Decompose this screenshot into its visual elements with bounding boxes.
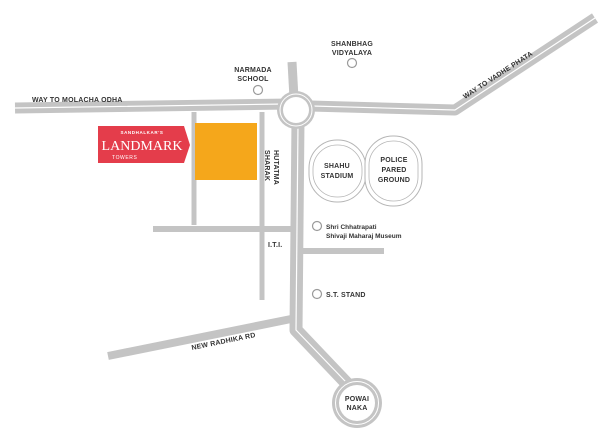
shahu-stadium: SHAHU STADIUM: [308, 139, 367, 203]
label-powai-1: POWAI: [345, 396, 369, 403]
label-narmada-2: SCHOOL: [237, 76, 269, 83]
label-museum-1: Shri Chhatrapati: [326, 224, 377, 231]
label-molacha-odha: WAY TO MOLACHA ODHA: [32, 97, 123, 104]
label-hutatma-2: SHARAK: [263, 150, 270, 181]
logo-sub-text: TOWERS: [112, 155, 138, 161]
st-stand-marker: [311, 288, 323, 300]
police-label-1: POLICE: [380, 157, 407, 164]
powai-naka-circle: [332, 378, 382, 428]
museum-marker: [311, 220, 323, 232]
road-network: [14, 13, 599, 397]
roundabout-junction: [277, 91, 315, 129]
logo-main-text: LANDMARK: [102, 139, 183, 154]
label-shanbhag-2: VIDYALAYA: [332, 50, 372, 57]
label-museum-2: Shivaji Maharaj Museum: [326, 233, 402, 240]
project-site-plot: [195, 123, 257, 180]
landmark-towers-logo: SANDHALKAR'S LANDMARK TOWERS: [98, 126, 190, 163]
shahu-label-1: SHAHU: [324, 163, 350, 170]
police-pared-ground: POLICE PARED GROUND: [364, 135, 423, 207]
label-narmada-1: NARMADA: [234, 67, 272, 74]
label-powai-2: NAKA: [346, 405, 367, 412]
shahu-label-2: STADIUM: [321, 173, 354, 180]
label-vadhe-phata: WAY TO VADHE PHATA: [462, 51, 534, 101]
police-label-3: GROUND: [378, 177, 410, 184]
label-iti: I.T.I.: [268, 242, 282, 249]
label-shanbhag-1: SHANBHAG: [331, 41, 373, 48]
label-st-stand: S.T. STAND: [326, 292, 366, 299]
logo-top-text: SANDHALKAR'S: [120, 130, 163, 135]
road-new-radhika: [107, 314, 297, 360]
label-hutatma-1: HUTATMA: [272, 150, 279, 185]
police-label-2: PARED: [382, 167, 407, 174]
narmada-school-marker: [252, 84, 264, 96]
shanbhag-vidyalaya-marker: [346, 57, 358, 69]
